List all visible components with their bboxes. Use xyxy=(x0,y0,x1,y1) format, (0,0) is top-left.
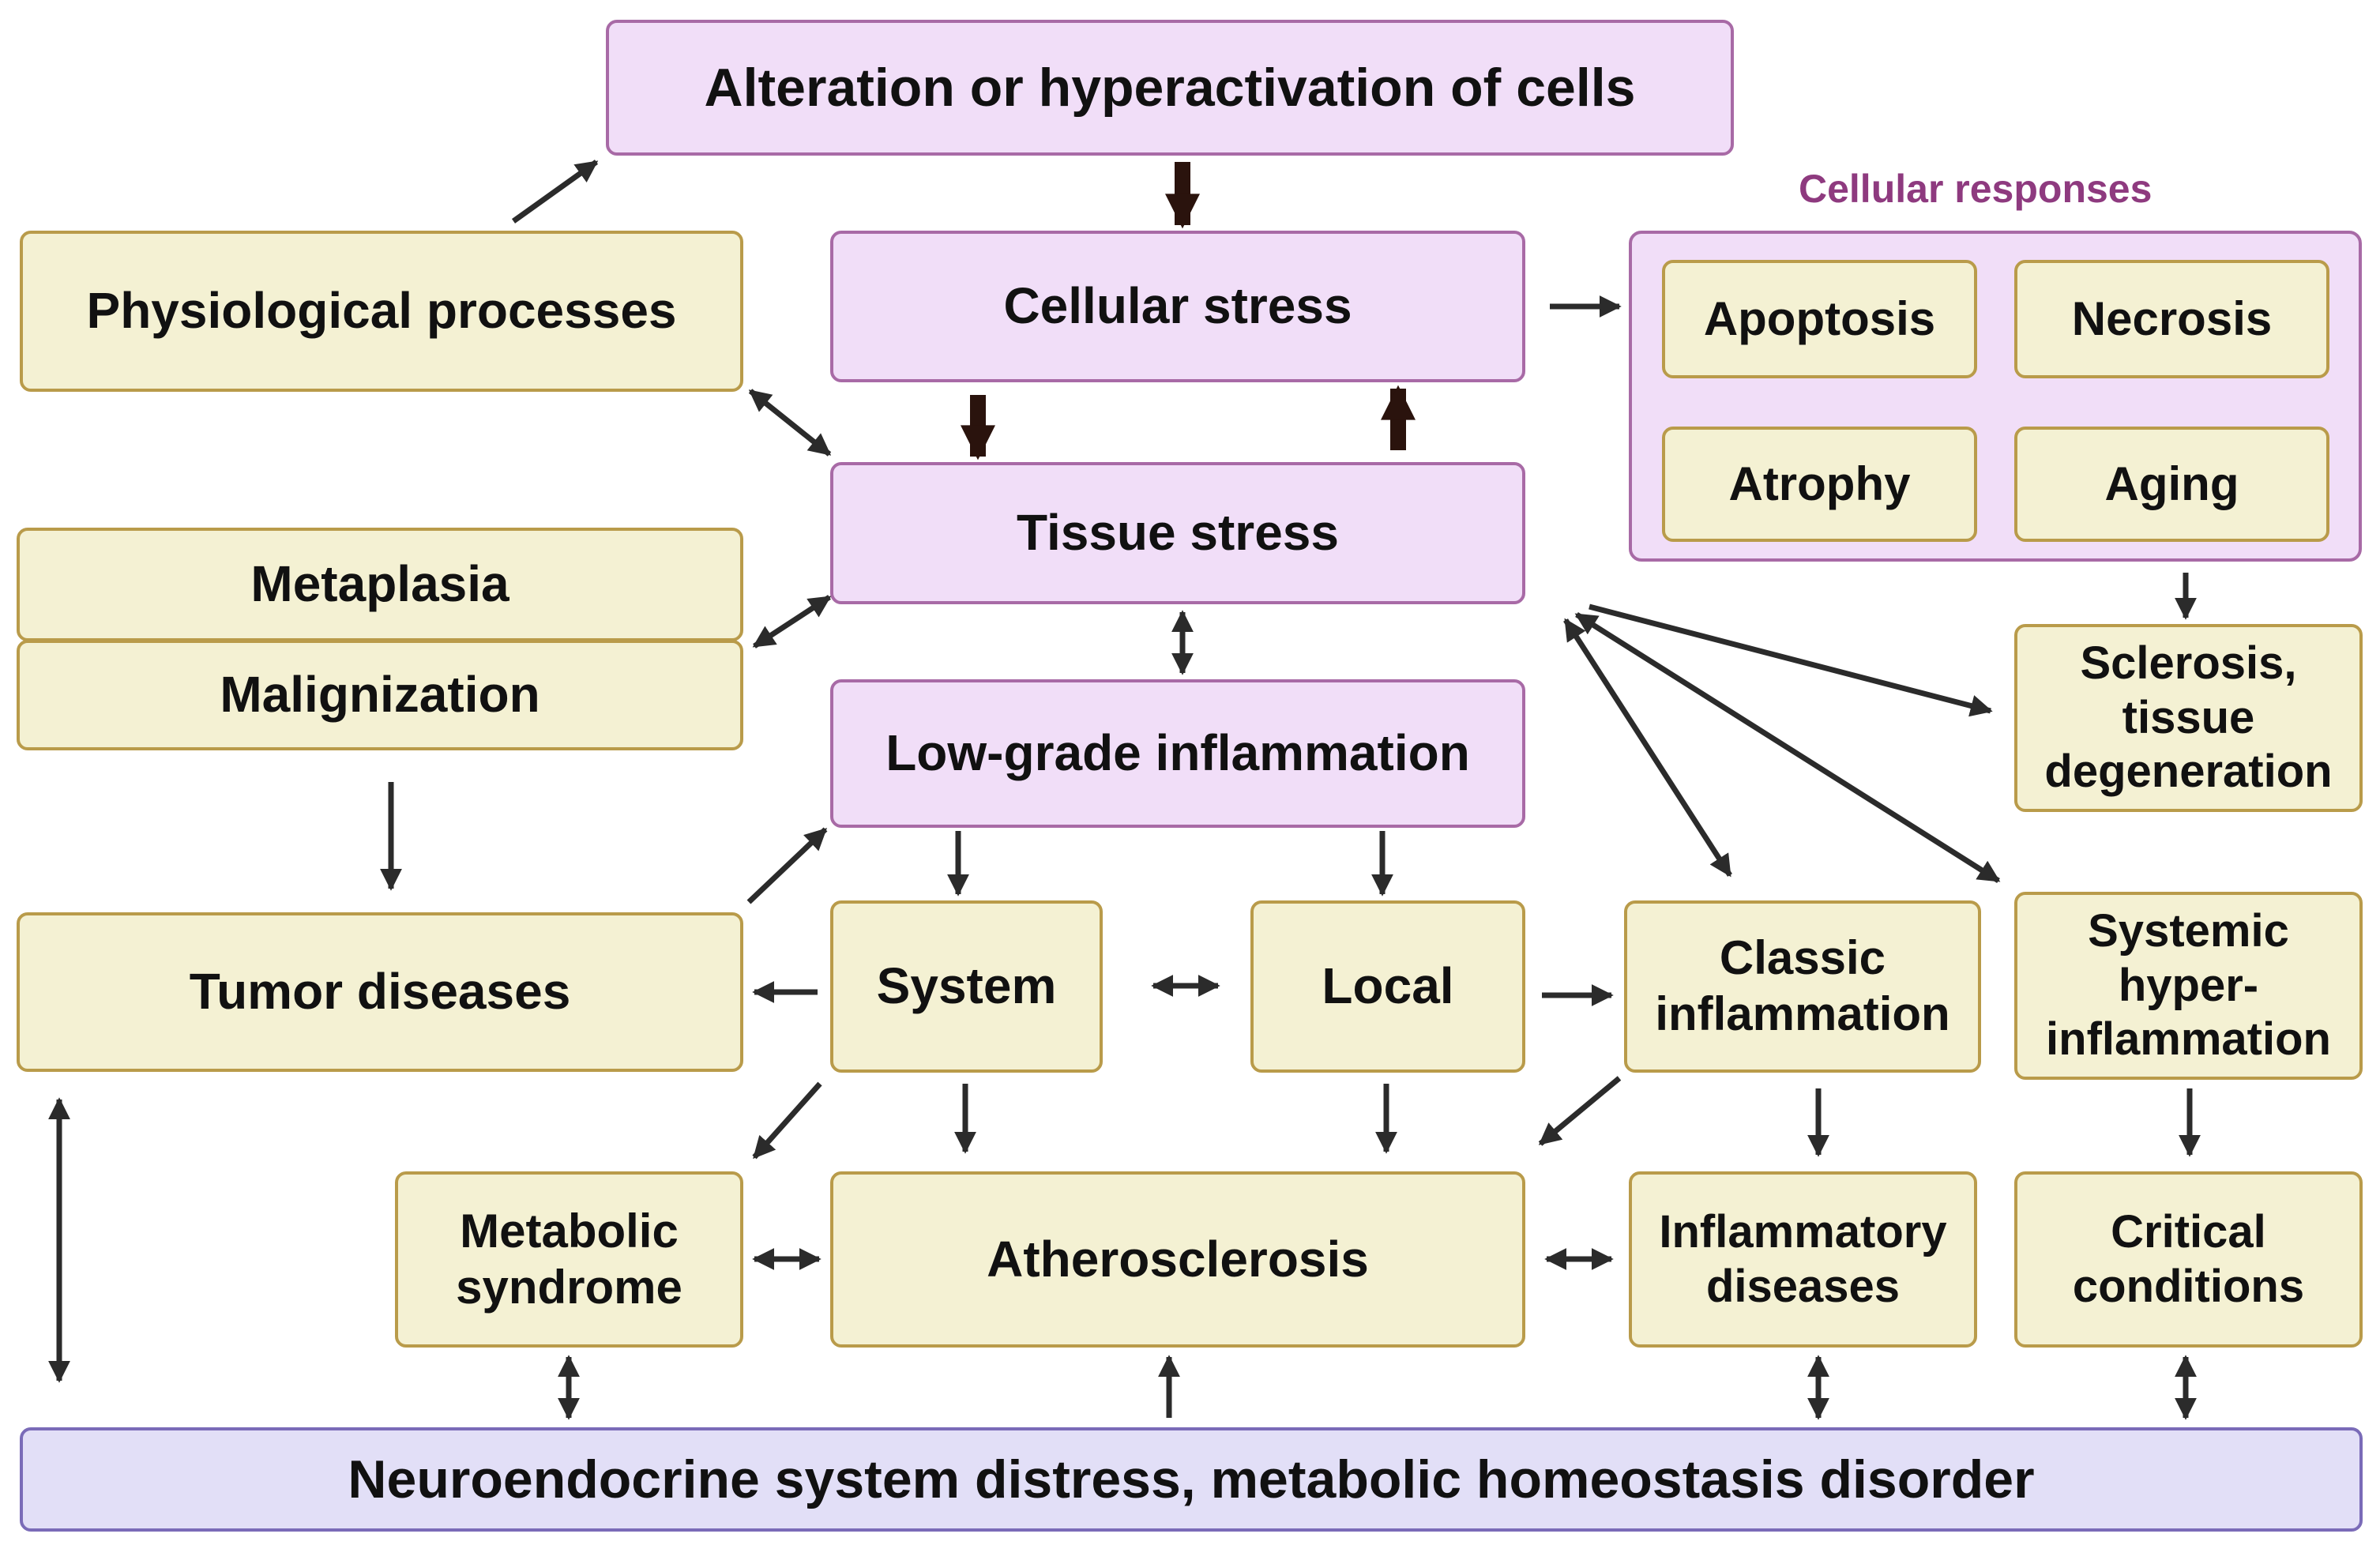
tumor-diseases-node: Tumor diseases xyxy=(17,912,743,1072)
inflammatory-diseases-node: Inflammatory diseases xyxy=(1629,1171,1977,1348)
atrophy-node: Atrophy xyxy=(1662,427,1977,542)
critical-conditions-node: Critical conditions xyxy=(2014,1171,2363,1348)
neuroendocrine-node: Neuroendocrine system distress, metaboli… xyxy=(20,1427,2363,1532)
metabolic-syndrome-node: Metabolic syndrome xyxy=(395,1171,743,1348)
arrow-tumor-to-lowgrade xyxy=(746,827,828,904)
classic-inflammation-node: Classic inflammation xyxy=(1624,900,1981,1073)
apoptosis-node: Apoptosis xyxy=(1662,260,1977,378)
arrow-classic-to-athero xyxy=(1538,1076,1622,1146)
alteration-node: Alteration or hyperactivation of cells xyxy=(606,20,1734,156)
arrow-system-to-metabolic xyxy=(752,1081,822,1160)
system-node: System xyxy=(830,900,1103,1073)
local-node: Local xyxy=(1250,900,1525,1073)
necrosis-node: Necrosis xyxy=(2014,260,2329,378)
physiological-processes-node: Physiological processes xyxy=(20,231,743,392)
arrow-physiological-to-alteration xyxy=(511,160,599,224)
tissue-stress-node: Tissue stress xyxy=(830,462,1525,604)
low-grade-inflammation-node: Low-grade inflammation xyxy=(830,679,1525,828)
aging-node: Aging xyxy=(2014,427,2329,542)
atherosclerosis-node: Atherosclerosis xyxy=(830,1171,1525,1348)
arrow-physiological-tissue xyxy=(748,389,832,457)
cellular-responses-label: Cellular responses xyxy=(1799,167,2153,211)
sclerosis-node: Sclerosis, tissue degeneration xyxy=(2014,624,2363,812)
systemic-hyperinflammation-node: Systemic hyper- inflammation xyxy=(2014,892,2363,1080)
metaplasia-node: Metaplasia xyxy=(17,528,743,641)
malignization-node: Malignization xyxy=(17,640,743,750)
cellular-stress-node: Cellular stress xyxy=(830,231,1525,382)
arrow-tissue-systemic xyxy=(1574,612,2001,883)
arrow-metaplasia-tissue xyxy=(752,595,832,648)
